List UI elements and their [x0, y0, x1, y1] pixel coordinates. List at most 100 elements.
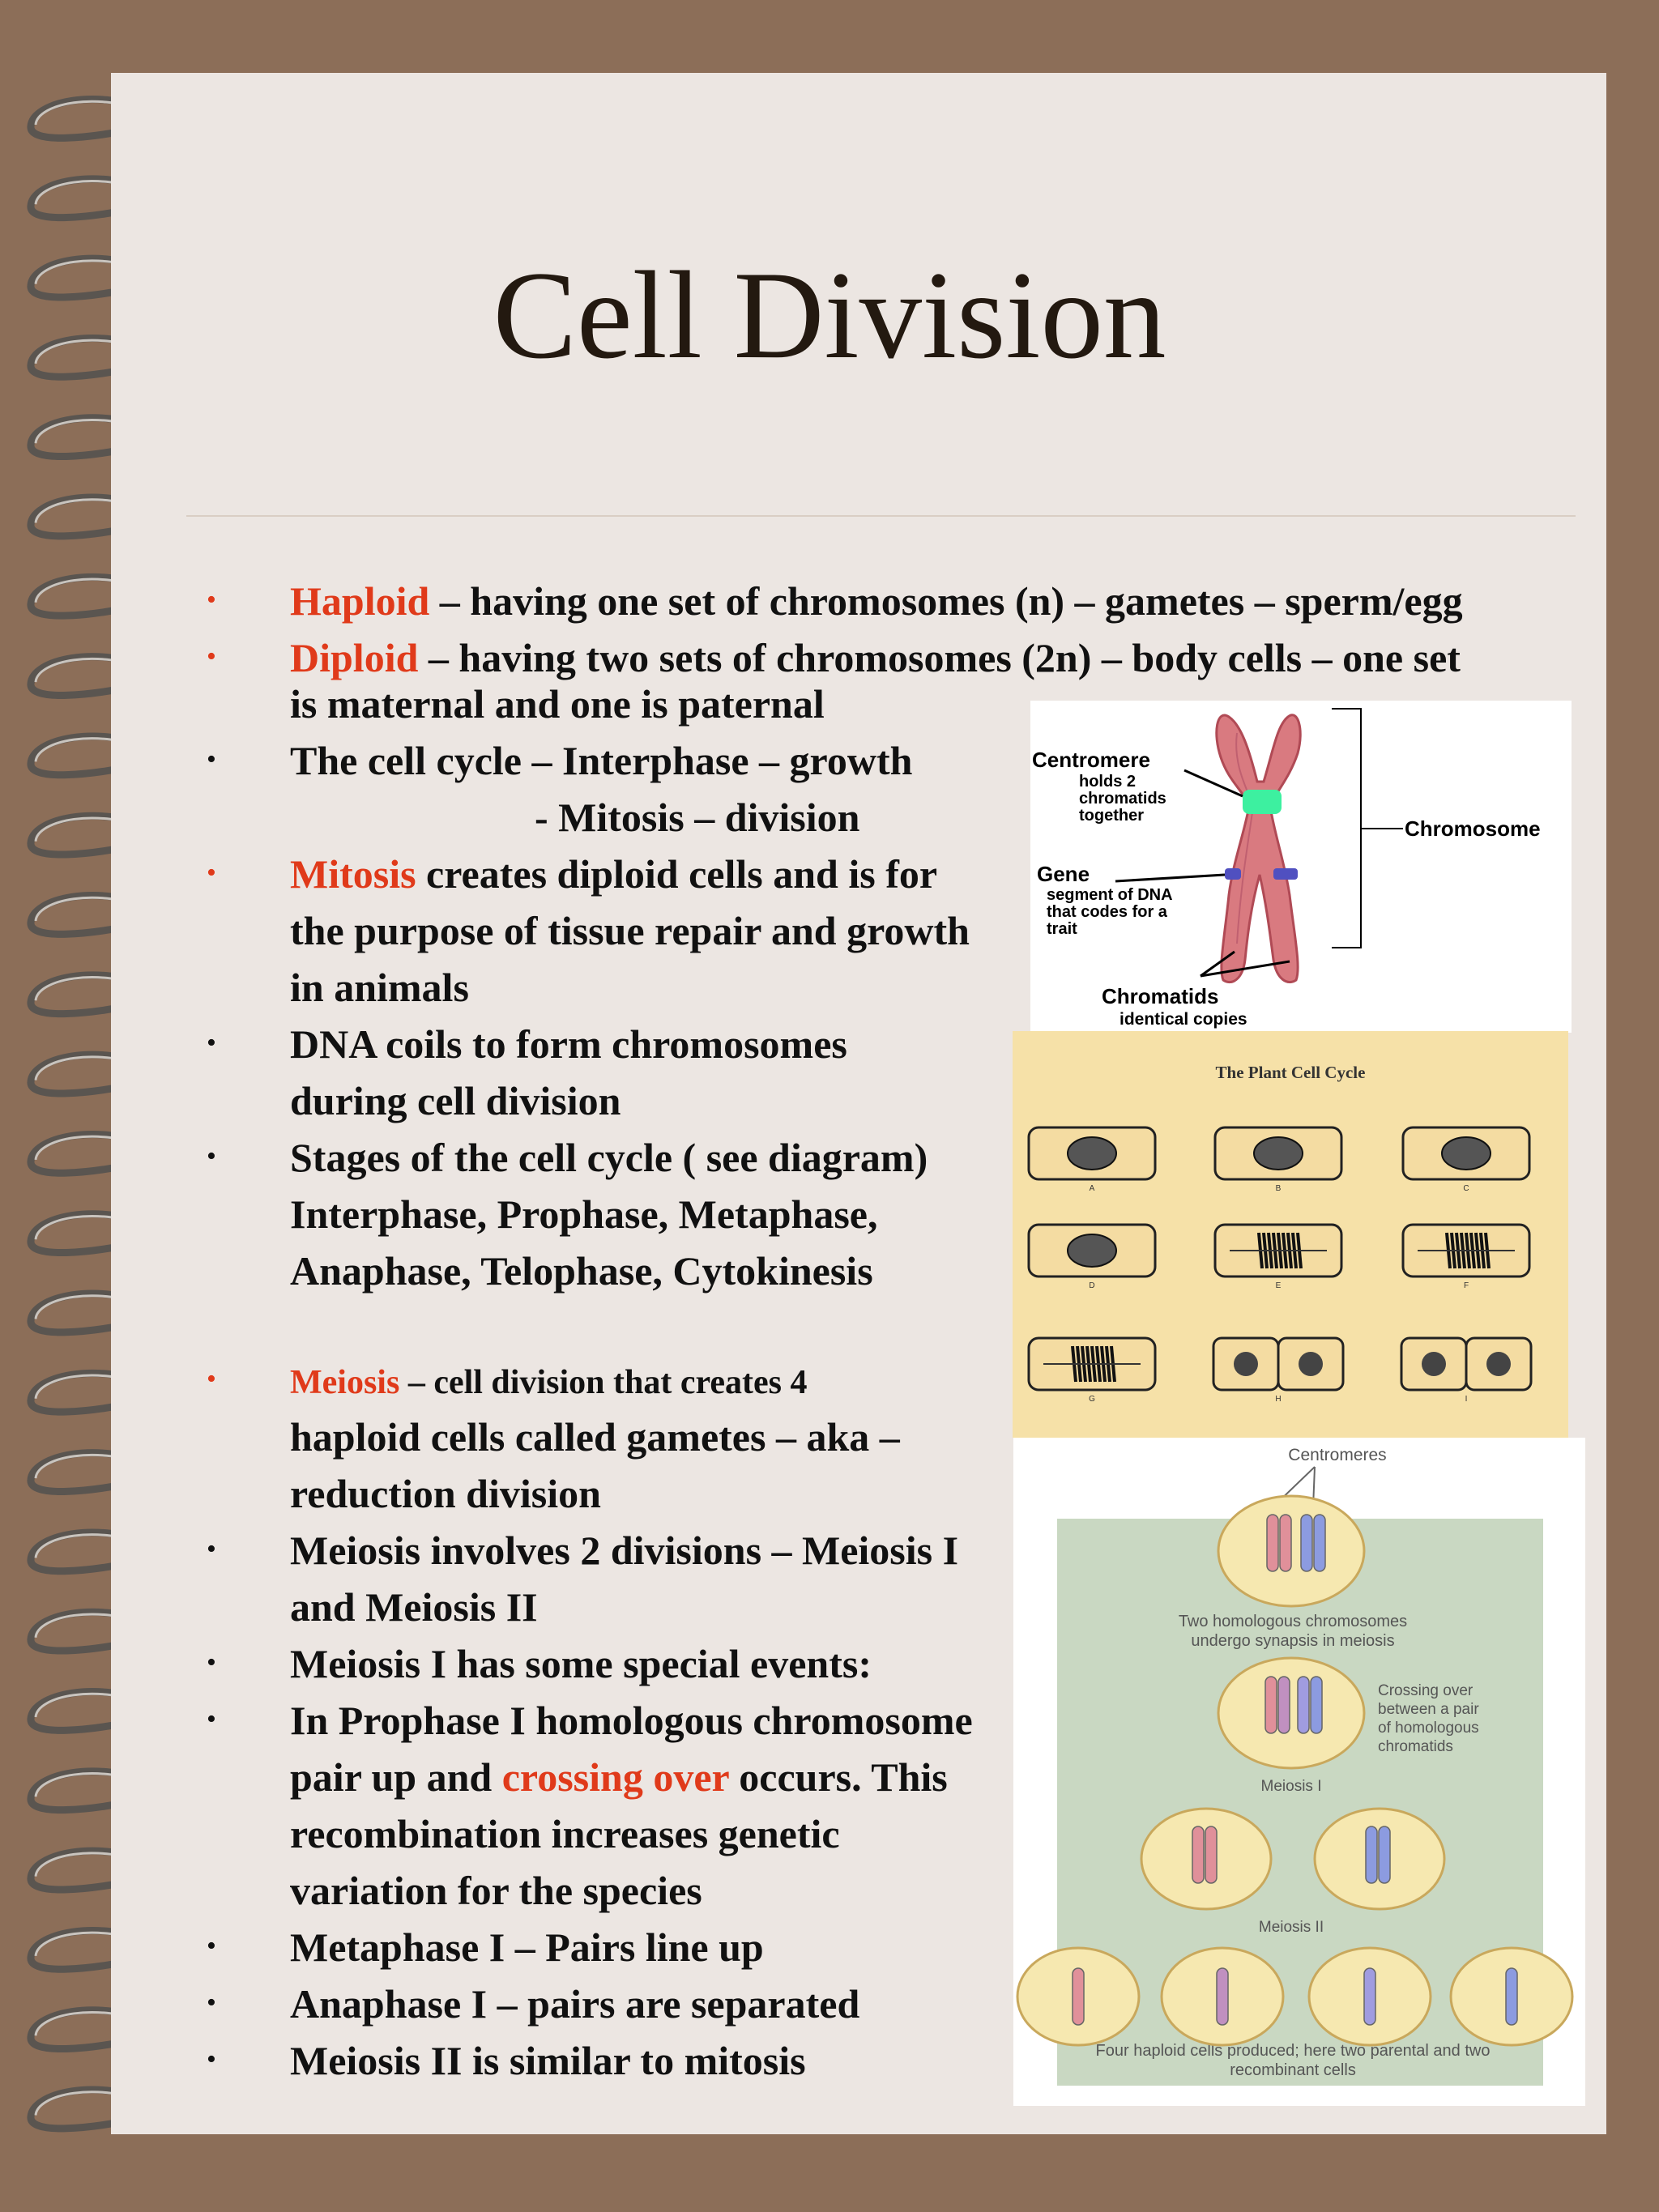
bullet-line: is maternal and one is paternal — [290, 681, 825, 727]
bullet-prophase: In Prophase I homologous chromosome — [290, 1698, 973, 1743]
label-result: Four haploid cells produced; here two pa… — [1096, 2042, 1491, 2060]
chromosome-shape — [1216, 1967, 1229, 2026]
bullet-marker: • — [207, 1931, 216, 1961]
definition-text: – having two sets of chromosomes (2n) – … — [418, 635, 1461, 680]
cell-stage-label: D — [1089, 1281, 1094, 1290]
bullet-diploid: Diploid – having two sets of chromosomes… — [290, 637, 1461, 678]
bullet-line: the purpose of tissue repair and growth — [290, 908, 970, 953]
chromosome-shape — [1365, 1826, 1378, 1884]
label-synapsis: Two homologous chromosomes — [1179, 1613, 1407, 1630]
bullet-marker: • — [207, 2044, 216, 2074]
cell-stage: D — [1027, 1223, 1157, 1290]
chromosome-shape — [1300, 1514, 1313, 1572]
bullet-line: Interphase, Prophase, Metaphase, — [290, 1191, 878, 1237]
chromosome-shape — [1363, 1967, 1376, 2026]
chromosome-shape — [1266, 1514, 1279, 1572]
cell-stage: E — [1213, 1223, 1343, 1290]
cell-stage: A — [1027, 1126, 1157, 1193]
cell-stage-label: F — [1464, 1281, 1469, 1290]
definition-text: creates diploid cells and is for — [416, 851, 938, 897]
bullet-marker: • — [207, 1141, 216, 1171]
label-synapsis: undergo synapsis in meiosis — [1191, 1632, 1394, 1650]
bullet-stages: Stages of the cell cycle ( see diagram) — [290, 1135, 928, 1180]
term-meiosis: Meiosis — [290, 1364, 400, 1401]
bullet-line: in animals — [290, 965, 469, 1010]
chromosome-shape — [1277, 1676, 1290, 1734]
cell-stage: B — [1213, 1126, 1343, 1193]
text-run: occurs. This — [728, 1754, 948, 1800]
label-result: recombinant cells — [1230, 2061, 1356, 2079]
chromosome-shape — [1310, 1676, 1323, 1734]
label-meiosis-2: Meiosis II — [1259, 1919, 1324, 1936]
chromosome-shape — [1279, 1514, 1292, 1572]
chromosome-shape — [1313, 1514, 1326, 1572]
bullet-haploid: Haploid – having one set of chromosomes … — [290, 581, 1463, 621]
term-diploid: Diploid — [290, 635, 419, 680]
chromosome-shape — [1297, 1676, 1310, 1734]
bullet-meiosis-events: Meiosis I has some special events: — [290, 1641, 872, 1686]
definition-text: – having one set of chromosomes (n) – ga… — [429, 578, 1463, 624]
plant-cycle-title: The Plant Cell Cycle — [1216, 1063, 1366, 1082]
bullet-anaphase: Anaphase I – pairs are separated — [290, 1981, 860, 2027]
bullet-marker: • — [207, 1647, 216, 1677]
cell-stage-label: B — [1276, 1184, 1282, 1193]
label-crossing-over: Crossing over — [1378, 1682, 1473, 1699]
bullet-marker: • — [207, 1988, 216, 2018]
label-chromosome: Chromosome — [1405, 816, 1541, 841]
term-mitosis: Mitosis — [290, 851, 416, 897]
bullet-line: pair up and crossing over occurs. This — [290, 1757, 948, 1797]
cell-stage: C — [1401, 1126, 1531, 1193]
cell-stage-label: G — [1089, 1395, 1095, 1404]
bullet-marker: • — [207, 641, 216, 671]
chromosome-shape — [1205, 1826, 1218, 1884]
bullet-marker: • — [207, 858, 216, 888]
chromosome-shape — [1192, 1826, 1205, 1884]
label-crossing-over: chromatids — [1378, 1738, 1453, 1755]
chromosome-shape — [1505, 1967, 1518, 2026]
bullet-line: variation for the species — [290, 1868, 702, 1913]
label-crossing-over: between a pair — [1378, 1701, 1479, 1718]
bullet-cell-cycle: The cell cycle – Interphase – growth — [290, 738, 913, 783]
bullet-line: during cell division — [290, 1078, 621, 1123]
bullet-line: haploid cells called gametes – aka – — [290, 1414, 900, 1460]
bullet-marker: • — [207, 1364, 216, 1394]
cell-stage: G — [1027, 1336, 1157, 1404]
definition-text: – cell division that creates 4 — [399, 1364, 808, 1401]
cell-circle — [1217, 1656, 1366, 1770]
label-gene: Gene — [1037, 862, 1090, 886]
term-crossing-over: crossing over — [501, 1754, 729, 1800]
label-gene-desc: that codes for a — [1047, 903, 1168, 921]
title-divider — [186, 515, 1576, 517]
bullet-marker: • — [207, 585, 216, 615]
label-centromere-desc: together — [1079, 807, 1144, 825]
page-title: Cell Division — [493, 245, 1166, 385]
bullet-line: Anaphase, Telophase, Cytokinesis — [290, 1248, 873, 1294]
bullet-line: and Meiosis II — [290, 1584, 538, 1630]
bullet-marker: • — [207, 1534, 216, 1564]
chromosome-diagram: Centromere holds 2 chromatids together G… — [1030, 701, 1572, 1033]
bullet-marker: • — [207, 1028, 216, 1058]
cell-stage: F — [1401, 1223, 1531, 1290]
label-chromatids-desc: identical copies — [1120, 1010, 1247, 1029]
chromosome-shape — [1378, 1826, 1391, 1884]
bullet-line: - Mitosis – division — [535, 795, 860, 840]
bullet-meiosis: Meiosis – cell division that creates 4 — [290, 1366, 807, 1400]
label-crossing-over: of homologous — [1378, 1720, 1479, 1737]
chromosome-shape — [1072, 1967, 1085, 2026]
cell-stage-label: A — [1090, 1184, 1095, 1193]
chromosome-shape — [1265, 1676, 1277, 1734]
cell-stage-label: E — [1276, 1281, 1282, 1290]
bullet-mitosis: Mitosis creates diploid cells and is for — [290, 854, 937, 894]
bullet-meiosis-divisions: Meiosis involves 2 divisions – Meiosis I — [290, 1528, 959, 1573]
label-centromere-desc: chromatids — [1079, 790, 1166, 808]
bullet-marker: • — [207, 1704, 216, 1734]
bullet-line: reduction division — [290, 1471, 601, 1516]
label-gene-desc: trait — [1047, 920, 1077, 938]
cell-stage: H — [1212, 1336, 1345, 1404]
label-gene-desc: segment of DNA — [1047, 886, 1173, 904]
cell-stage-label: C — [1463, 1184, 1469, 1193]
bullet-dna: DNA coils to form chromosomes — [290, 1021, 847, 1067]
label-meiosis-1: Meiosis I — [1261, 1778, 1322, 1795]
text-run: pair up and — [290, 1754, 502, 1800]
